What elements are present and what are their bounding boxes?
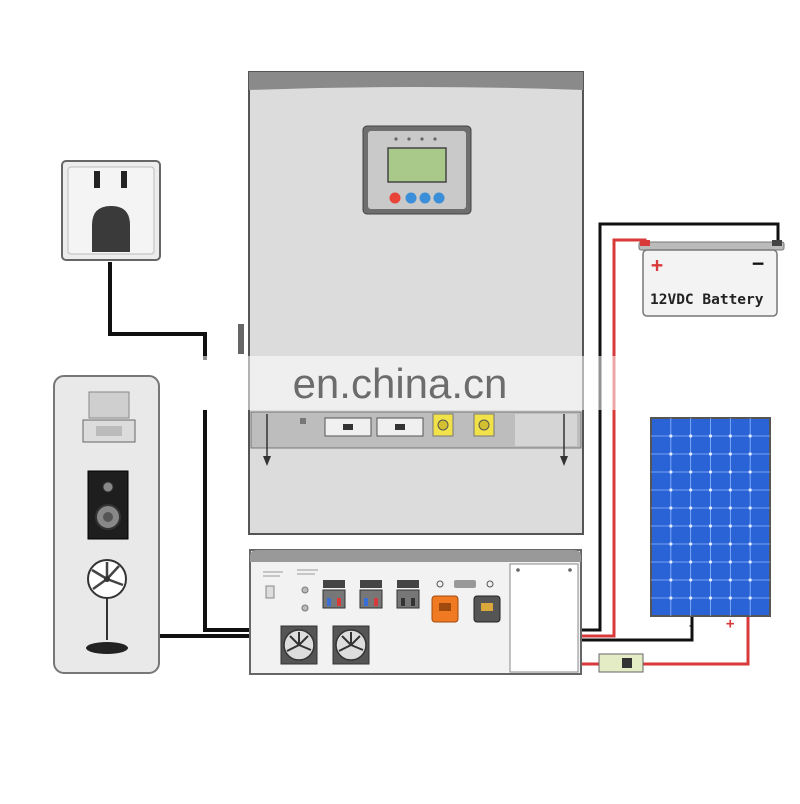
battery-label: 12VDC Battery <box>650 292 764 308</box>
battery-plus-sign: + <box>651 253 663 277</box>
speaker-icon <box>87 470 129 540</box>
watermark: en.china.cn <box>195 356 625 410</box>
battery-minus-sign: − <box>752 251 764 275</box>
watermark-text: en.china.cn <box>293 360 508 407</box>
power-button[interactable] <box>389 192 401 204</box>
inline-fuse <box>598 653 644 673</box>
fan-icon <box>86 559 128 654</box>
solar-negative-label: - <box>687 618 695 634</box>
breaker-icon[interactable] <box>359 580 383 609</box>
menu-button-3[interactable] <box>433 192 445 204</box>
menu-button-1[interactable] <box>405 192 417 204</box>
control-panel <box>362 125 472 215</box>
cooling-fan-icon <box>332 625 370 665</box>
tv-icon <box>82 391 136 443</box>
wire-outlet-to-inverter <box>108 262 207 360</box>
breaker-icon[interactable] <box>322 580 346 609</box>
inverter-unit <box>238 71 584 535</box>
solar-positive-label: + <box>726 616 734 632</box>
appliances-panel <box>53 375 160 674</box>
battery: + − 12VDC Battery <box>638 240 785 317</box>
breaker-icon[interactable] <box>396 580 420 609</box>
connection-panel <box>249 549 582 675</box>
terminal-bar <box>250 411 582 449</box>
cooling-fan-icon <box>280 625 318 665</box>
lcd-screen <box>387 147 447 183</box>
wall-outlet-icon <box>61 160 161 261</box>
solar-panel: - + <box>650 417 771 634</box>
menu-button-2[interactable] <box>419 192 431 204</box>
